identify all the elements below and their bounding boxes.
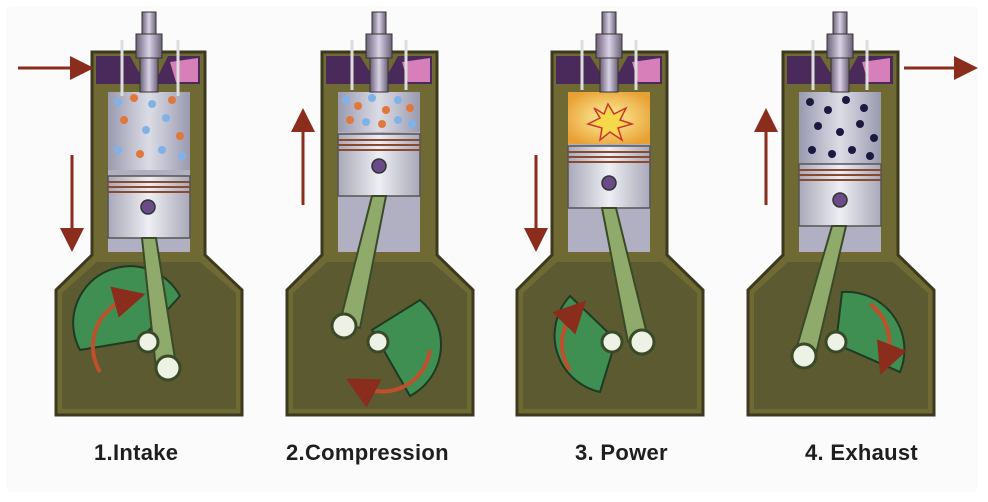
- piston: [798, 163, 882, 227]
- engine-exhaust: [746, 11, 978, 417]
- piston: [337, 133, 421, 197]
- stage-label-exhaust: 4. Exhaust: [805, 440, 919, 465]
- fuel-air-particles: [114, 94, 186, 160]
- engine-compression: [285, 11, 475, 417]
- stage-label-intake: 1.Intake: [94, 440, 179, 465]
- engine-intake: [18, 11, 244, 417]
- piston: [567, 145, 651, 209]
- engine-power: [515, 11, 705, 417]
- spark-plug: [365, 11, 393, 93]
- spark-plug: [595, 11, 623, 93]
- explosion-icon: [585, 102, 635, 142]
- spark-plug: [826, 11, 854, 93]
- exhaust-particles: [806, 96, 878, 160]
- piston: [107, 175, 191, 239]
- spark-plug: [135, 11, 163, 93]
- compressed-particles: [342, 94, 416, 128]
- stage-label-compression: 2.Compression: [286, 440, 449, 465]
- stage-label-power: 3. Power: [575, 440, 668, 465]
